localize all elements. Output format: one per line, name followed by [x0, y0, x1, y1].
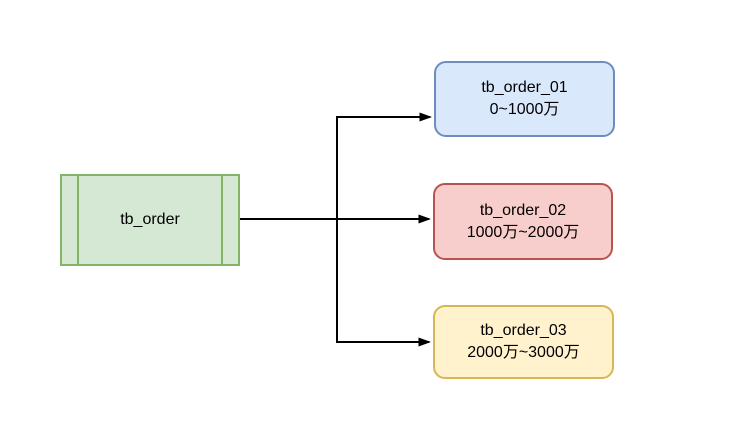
- shard-node-tb_order_01: tb_order_01 0~1000万: [434, 61, 615, 137]
- edge-tb_order-to-tb_order_01: [240, 112, 432, 220]
- shard-node-tb_order_03: tb_order_03 2000万~3000万: [433, 305, 614, 379]
- process-bar-left-icon: [77, 176, 79, 264]
- shard-node-tb_order_02: tb_order_02 1000万~2000万: [433, 183, 613, 260]
- edge-tb_order-to-tb_order_03: [240, 218, 431, 347]
- shard-range-label: 2000万~3000万: [467, 344, 580, 361]
- shard-name-label: tb_order_03: [480, 322, 567, 339]
- source-table-node: tb_order: [60, 174, 240, 266]
- source-table-label: tb_order: [120, 211, 180, 228]
- shard-range-label: 1000万~2000万: [466, 223, 580, 241]
- process-bar-right-icon: [221, 176, 223, 264]
- shard-name-label: tb_order_01: [481, 79, 568, 96]
- shard-name-label: tb_order_02: [479, 201, 567, 219]
- shard-range-label: 0~1000万: [489, 101, 560, 118]
